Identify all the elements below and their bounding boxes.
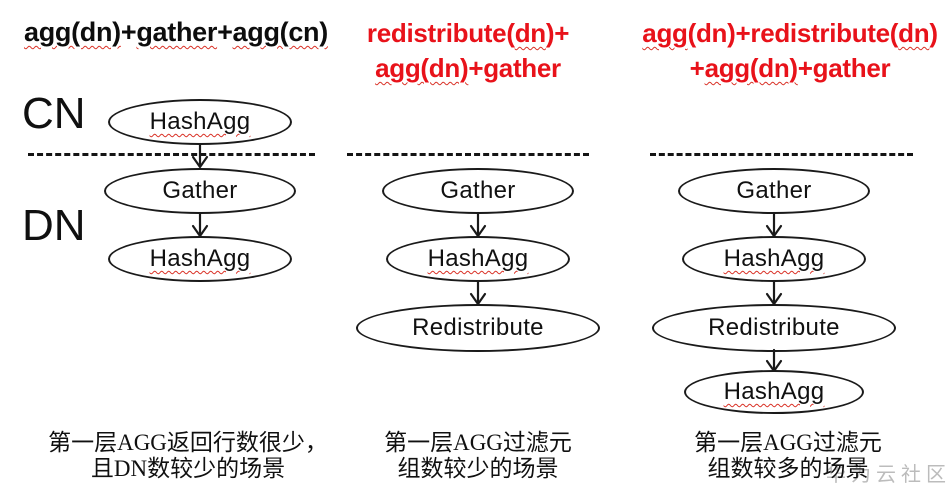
title-segment: agg(cn) <box>232 17 329 47</box>
node-label: Gather <box>440 177 516 204</box>
node-hashagg: HashAgg <box>682 236 866 282</box>
title-segment: + <box>120 17 137 47</box>
flow-arrow <box>469 211 487 238</box>
cn-label: CN <box>22 89 86 138</box>
column2-title: redistribute(dn)+ agg(dn)+gather <box>330 16 606 86</box>
title-segment: agg <box>642 18 688 48</box>
title-line: redistribute(dn)+ <box>330 16 606 51</box>
node-hashagg: HashAgg <box>386 236 570 282</box>
column2-caption: 第一层AGG过滤元 组数较少的场景 <box>318 430 638 482</box>
column3-caption: 第一层AGG过滤元 组数较多的场景 <box>628 430 948 482</box>
title-segment: ) <box>929 18 938 48</box>
flow-arrow <box>191 211 209 238</box>
flow-arrow <box>765 279 783 306</box>
title-segment: dn <box>514 18 546 48</box>
node-label: Redistribute <box>708 314 840 341</box>
node-redistribute: Redistribute <box>652 304 896 352</box>
caption-line: 组数较多的场景 <box>707 456 869 481</box>
column1-caption: 第一层AGG返回行数很少， 且DN数较少的场景 <box>27 430 349 482</box>
node-label: HashAgg <box>149 245 251 272</box>
title-segment: +gather <box>468 53 561 83</box>
title-segment: agg(dn) <box>375 53 469 83</box>
title-segment: + <box>217 17 233 47</box>
caption-line: 组数较少的场景 <box>397 456 559 481</box>
cn-dn-boundary-right <box>650 153 913 156</box>
title-segment: + <box>689 53 705 83</box>
caption-line: 第一层AGG返回行数很少， <box>48 430 328 455</box>
title-line: agg(dn)+redistribute(dn) <box>630 16 950 51</box>
title-segment: +gather <box>797 53 891 83</box>
cn-dn-boundary-middle <box>347 153 589 156</box>
title-segment: agg(dn) <box>704 53 799 83</box>
flow-arrow <box>469 279 487 306</box>
title-segment: )+ <box>545 18 570 48</box>
node-label: HashAgg <box>723 245 825 272</box>
node-label: Redistribute <box>412 314 544 341</box>
watermark: 华为云社区 <box>826 464 951 486</box>
node-label: Gather <box>736 177 812 204</box>
title-segment: dn <box>898 18 930 48</box>
node-hashagg-dn: HashAgg <box>108 236 292 282</box>
flow-arrow <box>765 348 783 373</box>
caption-line: 且DN数较少的场景 <box>90 456 286 481</box>
node-redistribute: Redistribute <box>356 304 600 352</box>
title-line: +agg(dn)+gather <box>630 51 950 86</box>
node-gather: Gather <box>104 168 296 214</box>
title-segment: (dn)+redistribute( <box>687 18 899 48</box>
column3-title: agg(dn)+redistribute(dn) +agg(dn)+gather <box>630 16 950 86</box>
node-hashagg-2: HashAgg <box>684 370 864 414</box>
caption-line: 第一层AGG过滤元 <box>384 430 572 455</box>
title-line: agg(dn)+gather <box>330 51 606 86</box>
caption-line: 第一层AGG过滤元 <box>694 430 882 455</box>
node-gather: Gather <box>382 168 574 214</box>
node-label: HashAgg <box>723 378 825 405</box>
flow-arrow <box>191 142 209 169</box>
dn-label: DN <box>22 201 86 250</box>
cn-dn-boundary-left <box>28 153 315 156</box>
title-segment: gather <box>136 17 218 47</box>
column1-title: agg(dn)+gather+agg(cn) <box>24 15 328 50</box>
node-hashagg-cn: HashAgg <box>108 99 292 145</box>
title-segment: redistribute( <box>366 18 515 48</box>
node-label: HashAgg <box>149 108 251 135</box>
node-gather: Gather <box>678 168 870 214</box>
node-label: Gather <box>162 177 238 204</box>
title-segment: agg(dn) <box>24 17 121 47</box>
flow-arrow <box>765 211 783 238</box>
node-label: HashAgg <box>427 245 529 272</box>
